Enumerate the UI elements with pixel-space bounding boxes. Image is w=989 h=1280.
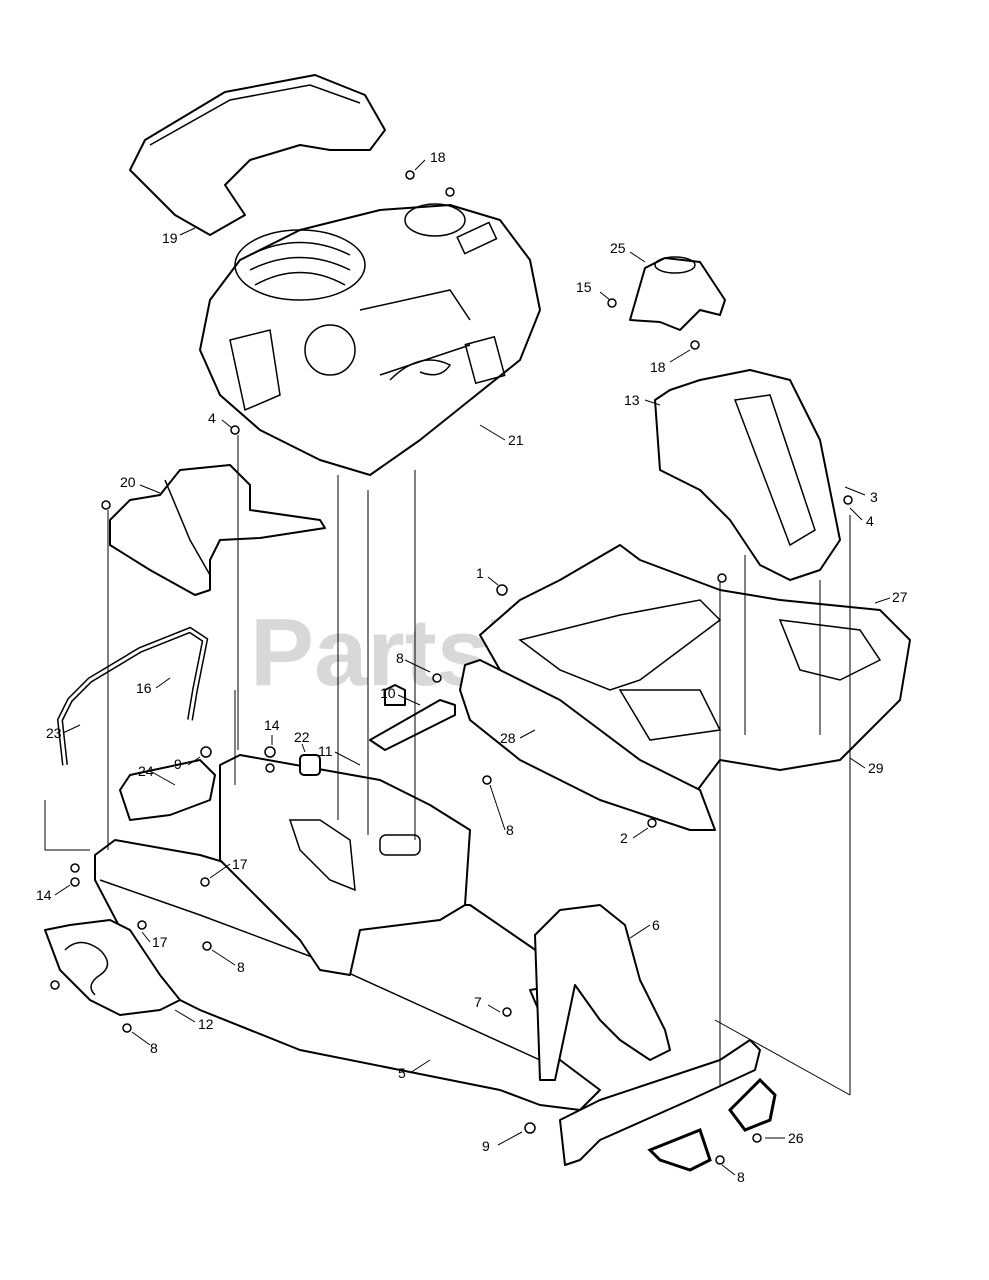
bolt-icon <box>405 170 415 180</box>
bolt-icon <box>122 1023 132 1033</box>
part-26-bumper[interactable] <box>559 1039 777 1172</box>
callout-4[interactable]: 4 <box>208 410 216 426</box>
leader-lines <box>54 159 891 1176</box>
bolt-icon <box>607 298 617 308</box>
callout-17[interactable]: 17 <box>152 934 168 950</box>
alignment-lines <box>44 435 851 1096</box>
callout-7[interactable]: 7 <box>474 994 482 1010</box>
callout-14[interactable]: 14 <box>36 887 52 903</box>
part-13-dash-panel[interactable] <box>654 369 841 581</box>
callout-13[interactable]: 13 <box>624 392 640 408</box>
callout-27[interactable]: 27 <box>892 589 908 605</box>
callout-11[interactable]: 11 <box>318 743 333 759</box>
callout-25[interactable]: 25 <box>610 240 626 256</box>
bolt-icon <box>502 1007 512 1017</box>
callout-29[interactable]: 29 <box>868 760 884 776</box>
bolt-icon <box>101 500 111 510</box>
callout-2[interactable]: 2 <box>620 830 628 846</box>
callout-20[interactable]: 20 <box>120 474 136 490</box>
callout-1[interactable]: 1 <box>476 565 484 581</box>
fasteners <box>50 170 853 1165</box>
nut-icon <box>524 1122 536 1134</box>
callout-8[interactable]: 8 <box>396 650 404 666</box>
callout-26[interactable]: 26 <box>788 1130 804 1146</box>
bolt-icon <box>202 941 212 951</box>
part-11-chassis[interactable] <box>219 754 471 976</box>
part-20-bracket[interactable] <box>109 464 326 596</box>
callout-10[interactable]: 10 <box>380 685 396 701</box>
callout-17[interactable]: 17 <box>232 856 248 872</box>
callout-8[interactable]: 8 <box>737 1169 745 1185</box>
part-12-plate[interactable] <box>44 919 181 1016</box>
callout-21[interactable]: 21 <box>508 432 524 448</box>
part-19-cover[interactable] <box>129 74 386 236</box>
part-24-plate[interactable] <box>119 759 216 821</box>
callout-6[interactable]: 6 <box>652 917 660 933</box>
bolt-icon <box>70 863 80 873</box>
callout-23[interactable]: 23 <box>46 725 62 741</box>
callout-3[interactable]: 3 <box>870 489 878 505</box>
bolt-icon <box>200 877 210 887</box>
bolt-icon <box>230 425 240 435</box>
bolt-icon <box>137 920 147 930</box>
callout-15[interactable]: 15 <box>576 279 592 295</box>
nut-icon <box>496 584 508 596</box>
bolt-icon <box>647 818 657 828</box>
part-10-bracket[interactable] <box>369 684 456 751</box>
callout-24[interactable]: 24 <box>138 763 154 779</box>
bolt-icon <box>715 1155 725 1165</box>
callout-14[interactable]: 14 <box>264 717 280 733</box>
callout-18[interactable]: 18 <box>430 149 446 165</box>
bolt-icon <box>265 763 275 773</box>
part-23-handle[interactable] <box>56 626 209 766</box>
bolt-icon <box>717 573 727 583</box>
callout-5[interactable]: 5 <box>398 1065 406 1081</box>
bolt-icon <box>752 1133 762 1143</box>
part-25-dash-top[interactable] <box>629 256 726 331</box>
nut-icon <box>264 746 276 758</box>
callout-28[interactable]: 28 <box>500 730 516 746</box>
part-6-bracket[interactable] <box>534 904 671 1081</box>
bolt-icon <box>445 187 455 197</box>
part-21-hood[interactable] <box>199 203 541 476</box>
bolt-icon <box>70 877 80 887</box>
callout-4[interactable]: 4 <box>866 513 874 529</box>
callout-9[interactable]: 9 <box>174 756 182 772</box>
callout-19[interactable]: 19 <box>162 230 178 246</box>
callout-12[interactable]: 12 <box>198 1016 214 1032</box>
callout-22[interactable]: 22 <box>294 729 310 745</box>
bolt-icon <box>50 980 60 990</box>
bolt-icon <box>843 495 853 505</box>
callouts: 18 19 4 21 20 15 25 18 13 3 4 27 1 16 23… <box>36 149 908 1185</box>
part-22-bumper[interactable] <box>299 754 321 776</box>
nut-icon <box>200 746 212 758</box>
callout-9[interactable]: 9 <box>482 1138 490 1154</box>
part-28-skirt[interactable] <box>459 659 716 831</box>
bolt-icon <box>690 340 700 350</box>
bolt-icon <box>482 775 492 785</box>
callout-18[interactable]: 18 <box>650 359 666 375</box>
callout-8[interactable]: 8 <box>237 959 245 975</box>
callout-16[interactable]: 16 <box>136 680 152 696</box>
callout-8[interactable]: 8 <box>150 1040 158 1056</box>
callout-8[interactable]: 8 <box>506 822 514 838</box>
bolt-icon <box>432 673 442 683</box>
